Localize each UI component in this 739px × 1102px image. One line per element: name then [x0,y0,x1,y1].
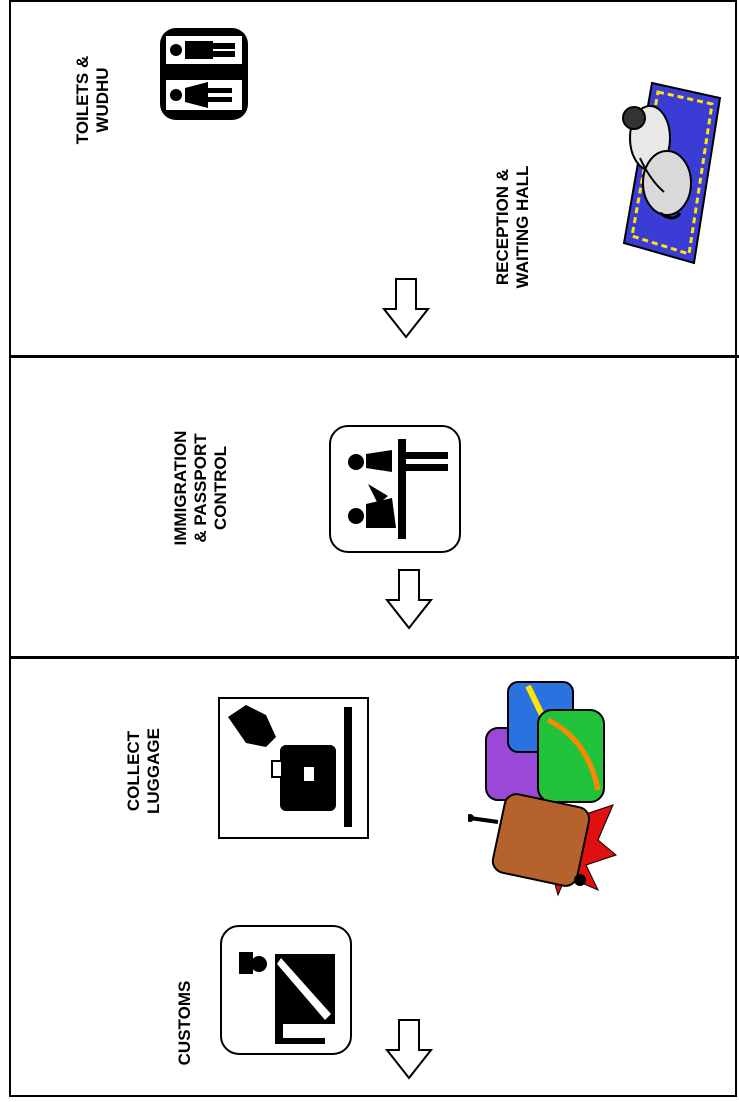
immigration-passport-label: IMMIGRATION & PASSPORT CONTROL [171,431,231,546]
label-line: LUGGAGE [144,728,163,814]
down-arrow-icon [385,1018,433,1080]
label-line: & PASSPORT [191,433,210,543]
baggage-claim-sign-icon [218,697,369,839]
label-line: CONTROL [211,445,230,531]
customs-sign-icon [219,924,353,1056]
down-arrow-icon [382,277,430,339]
toilets-wudhu-label: TOILETS & WUDHU [73,56,113,144]
section-divider-2 [9,656,739,659]
customs-label: CUSTOMS [175,981,195,1066]
label-line: CUSTOMS [175,980,194,1066]
toilets-sign-icon [158,26,250,122]
collect-luggage-label: COLLECT LUGGAGE [124,728,164,814]
label-line: WAITING HALL [513,165,532,289]
label-line: TOILETS & [73,55,92,145]
section-divider-1 [9,355,739,358]
praying-person-on-mat-icon [612,78,722,268]
reception-waiting-hall-label: RECEPTION & WAITING HALL [493,166,533,289]
luggage-pile-icon [468,680,618,898]
passport-control-sign-icon [328,424,462,554]
label-line: RECEPTION & [493,168,512,286]
label-line: COLLECT [124,730,143,812]
down-arrow-icon [385,568,433,630]
label-line: IMMIGRATION [171,430,190,546]
diagram-frame [9,0,737,1097]
label-line: WUDHU [93,67,112,133]
